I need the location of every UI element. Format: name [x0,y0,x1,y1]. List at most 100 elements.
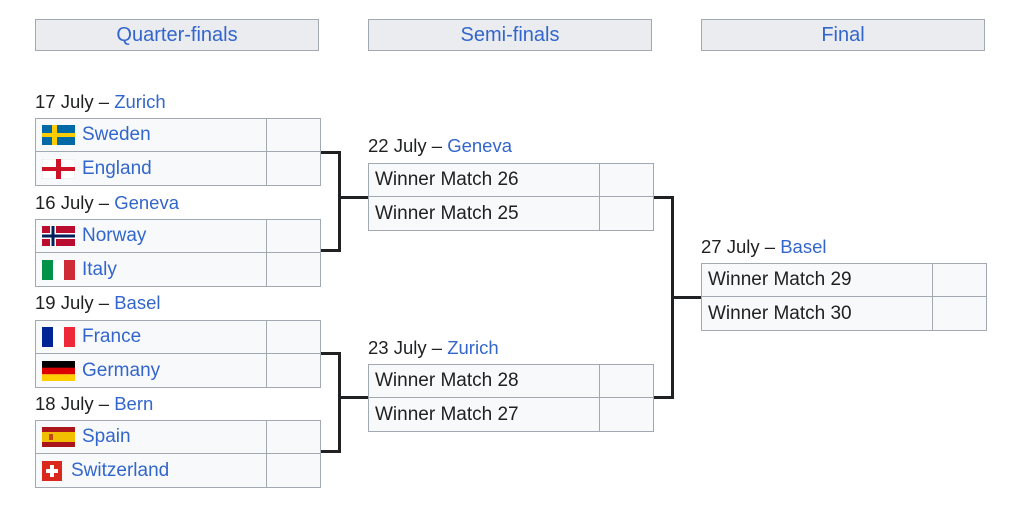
team-name: Winner Match 28 [375,370,519,391]
team-cell: Switzerland [35,454,267,488]
match-date: 22 July [368,135,427,156]
score-cell [600,364,654,398]
italy-flag-icon [42,259,75,280]
team-row-norway: Norway [35,219,321,253]
team-row-sf2-team1: Winner Match 28 [368,364,654,398]
germany-flag-icon [42,360,75,381]
team-name-link[interactable]: Italy [82,258,117,280]
date-venue-separator: – [426,135,448,156]
score-cell [933,297,987,331]
match-label-sf1: 22 July – Geneva [368,134,512,158]
bracket-line [321,151,340,154]
match-date: 27 July [701,236,760,257]
team-name: Winner Match 30 [708,302,852,324]
team-cell: Winner Match 25 [368,197,600,231]
header-quarter-finals[interactable]: Quarter-finals [35,19,319,51]
team-cell: Germany [35,354,267,388]
norway-flag-icon [42,226,75,246]
team-cell: Winner Match 30 [701,297,933,331]
team-cell: Winner Match 27 [368,398,600,432]
bracket-line [654,396,673,399]
score-cell [267,219,321,253]
match-date: 16 July [35,192,94,213]
team-row-final-team1: Winner Match 29 [701,263,987,297]
team-name-link[interactable]: Spain [82,426,131,447]
score-cell [267,118,321,152]
team-name: Winner Match 26 [375,169,519,190]
score-cell [600,197,654,231]
bracket-line [338,352,341,453]
team-row-italy: Italy [35,253,321,287]
team-name-link[interactable]: Germany [82,359,161,381]
bracket-line [321,249,340,252]
team-name: Winner Match 27 [375,403,519,425]
match-label-sf2: 23 July – Zurich [368,336,499,360]
team-row-england: England [35,152,321,186]
team-name-link[interactable]: France [82,326,142,347]
team-name-link[interactable]: Norway [82,225,147,246]
venue-link[interactable]: Bern [114,393,154,414]
match-date: 23 July [368,337,427,358]
team-name-link[interactable]: England [82,157,152,179]
team-row-switzerland: Switzerland [35,454,321,488]
score-cell [267,152,321,186]
venue-link[interactable]: Basel [114,292,161,313]
france-flag-icon [42,327,75,347]
venue-link[interactable]: Geneva [114,192,179,213]
date-venue-separator: – [93,91,115,112]
score-cell [600,398,654,432]
switzerland-flag-icon [42,460,62,481]
venue-link[interactable]: Zurich [447,337,499,358]
score-cell [600,163,654,197]
match-date: 18 July [35,393,94,414]
team-name-link[interactable]: Switzerland [71,459,170,481]
match-label-final: 27 July – Basel [701,235,826,259]
score-cell [267,253,321,287]
team-row-sf2-team2: Winner Match 27 [368,398,654,432]
venue-link[interactable]: Basel [780,236,827,257]
match-date: 19 July [35,292,94,313]
header-semi-finals[interactable]: Semi-finals [368,19,652,51]
venue-link[interactable]: Geneva [447,135,512,156]
team-name-link[interactable]: Sweden [82,124,151,145]
team-name: Winner Match 29 [708,269,852,290]
bracket-line [321,352,340,355]
match-label-qf3: 19 July – Basel [35,291,160,315]
team-row-final-team2: Winner Match 30 [701,297,987,331]
score-cell [933,263,987,297]
bracket-line [654,196,673,199]
bracket-line [338,151,341,252]
team-row-sf1-team2: Winner Match 25 [368,197,654,231]
match-label-qf2: 16 July – Geneva [35,191,179,215]
team-cell: Winner Match 29 [701,263,933,297]
date-venue-separator: – [93,393,115,414]
bracket-line [321,450,340,453]
score-cell [267,354,321,388]
match-date: 17 July [35,91,94,112]
team-name: Winner Match 25 [375,202,519,224]
team-cell: Norway [35,219,267,253]
date-venue-separator: – [759,236,781,257]
date-venue-separator: – [426,337,448,358]
team-row-france: France [35,320,321,354]
date-venue-separator: – [93,192,115,213]
team-cell: Winner Match 26 [368,163,600,197]
team-row-sf1-team1: Winner Match 26 [368,163,654,197]
match-label-qf1: 17 July – Zurich [35,90,166,114]
team-cell: Sweden [35,118,267,152]
team-row-germany: Germany [35,354,321,388]
venue-link[interactable]: Zurich [114,91,166,112]
score-cell [267,320,321,354]
england-flag-icon [42,158,75,179]
team-cell: England [35,152,267,186]
bracket-line [671,296,701,299]
bracket-line [338,196,368,199]
spain-flag-icon [42,427,75,447]
sweden-flag-icon [42,125,75,145]
score-cell [267,454,321,488]
team-cell: Spain [35,420,267,454]
team-row-spain: Spain [35,420,321,454]
score-cell [267,420,321,454]
date-venue-separator: – [93,292,115,313]
header-final[interactable]: Final [701,19,985,51]
